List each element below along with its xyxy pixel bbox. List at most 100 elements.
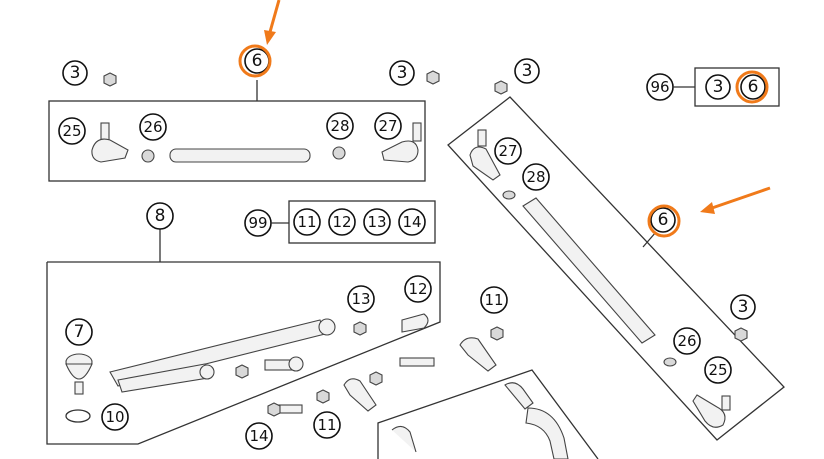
nut-lower-link — [235, 364, 249, 379]
callout-8: 8 — [146, 202, 174, 230]
nut-3-top-left — [103, 72, 117, 87]
ball-joint-7-stud — [74, 381, 84, 395]
ball-joint-lower — [692, 394, 726, 428]
tie-rod-box-right — [447, 96, 785, 441]
svg-text:13: 13 — [367, 213, 386, 231]
arrow-top — [264, 0, 281, 45]
callout-11-right: 11 — [480, 286, 508, 314]
ball-joint-stud-left — [100, 122, 110, 142]
tie-rod-assembly-left — [48, 70, 508, 182]
nut-3-right-low — [734, 327, 748, 342]
svg-text:12: 12 — [408, 280, 427, 298]
svg-text:6: 6 — [748, 77, 759, 97]
ball-joint-7-body — [65, 363, 93, 380]
svg-text:11: 11 — [317, 416, 336, 434]
highlight-ring-6-right — [647, 204, 681, 238]
svg-text:12: 12 — [332, 213, 351, 231]
callout-28-right: 28 — [522, 163, 550, 191]
svg-text:3: 3 — [397, 63, 408, 83]
svg-text:27: 27 — [378, 117, 397, 135]
ball-joint-right — [381, 140, 419, 163]
callout-3-top-right: 3 — [514, 58, 540, 84]
svg-text:26: 26 — [677, 332, 696, 350]
svg-text:6: 6 — [252, 51, 263, 71]
callout-3-top-mid: 3 — [389, 60, 415, 86]
svg-text:27: 27 — [498, 142, 517, 160]
nut-13 — [353, 321, 367, 336]
svg-text:99: 99 — [248, 214, 267, 232]
highlight-ring-6-kit96 — [735, 70, 769, 104]
tie-rod-tube — [169, 148, 311, 163]
svg-text:25: 25 — [62, 122, 81, 140]
callout-28-left: 28 — [326, 112, 354, 140]
svg-text:25: 25 — [708, 361, 727, 379]
svg-text:3: 3 — [738, 297, 749, 317]
nut-11-right — [490, 326, 504, 341]
ball-joint-left — [91, 138, 129, 163]
callout-25-right: 25 — [704, 356, 732, 384]
ball-joint-stud-lower — [721, 395, 731, 411]
callout-10: 10 — [101, 403, 129, 431]
tie-rod-box-left — [48, 100, 426, 182]
arrow-right — [700, 186, 771, 214]
drag-link-eye-upper — [318, 318, 336, 336]
svg-text:11: 11 — [297, 213, 316, 231]
kit-96: 96 3 6 — [646, 67, 780, 107]
nut-26-left — [141, 149, 155, 163]
kit-99: 99 11 12 13 14 — [244, 200, 436, 244]
nut-3-top-mid — [426, 70, 440, 85]
kit-96-box — [694, 67, 780, 107]
bushing-lower-link — [288, 356, 304, 372]
ball-joint-upper — [469, 146, 501, 181]
svg-text:13: 13 — [351, 290, 370, 308]
svg-text:3: 3 — [522, 61, 533, 81]
tie-rod-end-right — [459, 337, 497, 372]
bushing-12 — [401, 313, 429, 333]
callout-26-left: 26 — [139, 113, 167, 141]
callout-3-top-left: 3 — [62, 60, 88, 86]
svg-text:28: 28 — [526, 168, 545, 186]
nut-3-top-right — [494, 80, 508, 95]
callout-12: 12 — [404, 275, 432, 303]
ball-joint-stud-upper — [477, 129, 487, 147]
snap-ring-10 — [65, 409, 91, 423]
leader-6-right — [642, 231, 657, 248]
callout-6-top: 6 — [238, 44, 272, 78]
bottom-part-upper — [504, 382, 534, 410]
tie-rod-tube-right — [522, 197, 656, 344]
nut-28-right — [502, 190, 516, 200]
tie-rod-end-mid — [343, 378, 377, 412]
bottom-part-left — [391, 425, 417, 453]
svg-text:28: 28 — [330, 117, 349, 135]
nut-mid — [369, 371, 383, 386]
kit-99-box — [288, 200, 436, 244]
tie-rod-assembly-right — [447, 96, 785, 441]
bolt-mid — [399, 357, 435, 367]
svg-text:3: 3 — [70, 63, 81, 83]
bottom-assembly-partial — [377, 369, 599, 459]
bottom-box — [377, 369, 599, 459]
callout-27-right: 27 — [494, 137, 522, 165]
drag-link-assembly — [46, 229, 441, 445]
callout-26-right: 26 — [673, 327, 701, 355]
drag-link-box — [46, 261, 441, 445]
nut-26-right — [663, 357, 677, 367]
svg-text:26: 26 — [143, 118, 162, 136]
callout-25-left: 25 — [58, 117, 86, 145]
callout-3-right-low: 3 — [730, 294, 756, 320]
loose-parts — [267, 326, 504, 417]
callout-11-bottom: 11 — [313, 411, 341, 439]
svg-text:6: 6 — [658, 210, 669, 230]
callout-7: 7 — [65, 318, 93, 346]
svg-text:10: 10 — [105, 408, 124, 426]
callout-14: 14 — [245, 422, 273, 450]
svg-text:3: 3 — [713, 77, 724, 97]
callout-27-left: 27 — [374, 112, 402, 140]
svg-text:8: 8 — [155, 206, 166, 226]
nut-11-bottom — [316, 389, 330, 404]
svg-text:14: 14 — [402, 213, 421, 231]
nut-28-left — [332, 146, 346, 160]
callout-13: 13 — [347, 285, 375, 313]
